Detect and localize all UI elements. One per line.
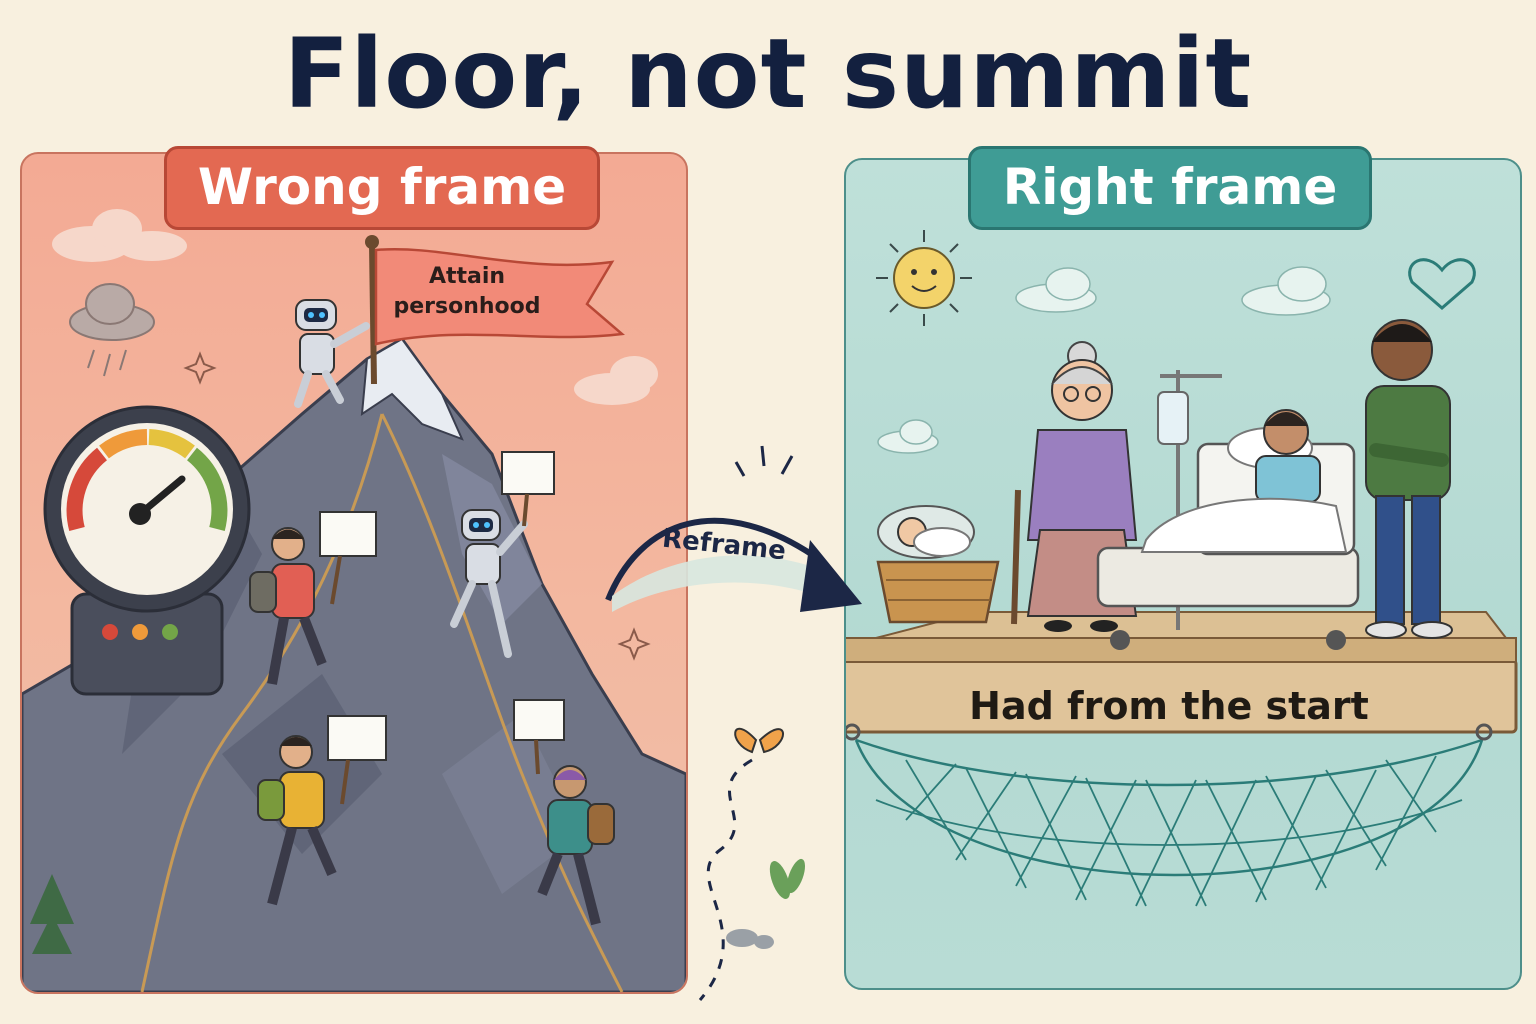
stones [726, 929, 774, 949]
page-title: Floor, not summit [283, 18, 1253, 130]
wrong-frame-banner: Wrong frame [164, 146, 600, 230]
arrow-icon [605, 517, 862, 612]
butterfly-icon [734, 727, 784, 754]
cloud-icon [52, 209, 187, 262]
gauge-icon [43, 405, 251, 696]
flag-text: Attain personhood [393, 264, 541, 319]
sparkle-icon [183, 351, 651, 661]
tree-icon [30, 874, 74, 954]
platform [846, 611, 1518, 734]
climber-person [257, 715, 387, 906]
hospital-bed-icon [1096, 409, 1360, 650]
young-man-person [1365, 319, 1453, 639]
wrong-frame-panel [20, 152, 688, 994]
right-frame-banner: Right frame [968, 146, 1372, 230]
cloud-icon [574, 356, 658, 405]
cloud-icon [877, 266, 1331, 454]
sun-icon [876, 230, 972, 326]
climber-person [249, 511, 377, 685]
dashed-path [698, 758, 753, 1001]
storm-cloud-icon [69, 283, 155, 377]
platform-text: Had from the start [969, 684, 1369, 728]
safety-net-icon [846, 723, 1493, 907]
baby-basket-icon [876, 505, 1000, 624]
robot-climber-icon [450, 451, 555, 658]
plant-icon [769, 858, 806, 899]
right-frame-panel [844, 158, 1522, 990]
flag-icon [365, 235, 625, 385]
heart-icon [1408, 258, 1476, 310]
climber-person [513, 699, 615, 926]
burst-lines [734, 445, 794, 477]
robot-climber-icon [294, 299, 370, 408]
